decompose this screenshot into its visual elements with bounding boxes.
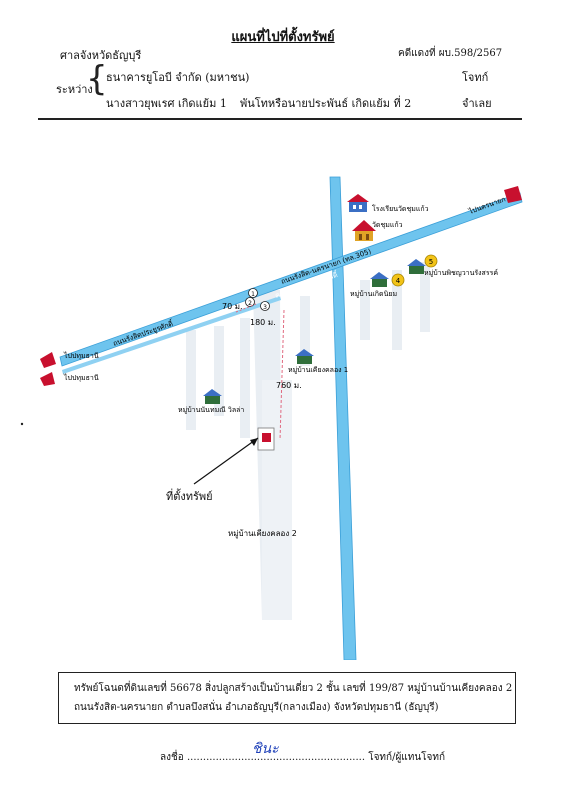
temple-icon	[352, 220, 376, 241]
marker-4: 4	[391, 273, 405, 287]
brace-symbol: {	[86, 59, 108, 99]
side-road-a	[186, 330, 196, 430]
school-icon	[347, 194, 369, 212]
direction-arrows	[40, 186, 522, 386]
main-road-rangsit-nakhonnayok	[59, 192, 523, 367]
sign-suffix: โจทก์/ผู้แทนโจทก์	[368, 752, 446, 763]
side-road-e	[360, 280, 370, 340]
rangsit-prayurasak-road	[62, 296, 281, 374]
label-dist-760: 760 ม.	[276, 381, 302, 390]
plaintiff-role: โจทก์	[462, 71, 489, 84]
svg-text:3: 3	[263, 304, 267, 311]
side-road-c	[240, 318, 250, 438]
marker-5: 5	[424, 254, 438, 268]
marker-3: 3	[260, 301, 270, 311]
side-road-f	[392, 270, 402, 350]
svg-text:1: 1	[251, 291, 255, 298]
between-label: ระหว่าง	[56, 83, 93, 96]
label-village-nunthamonee: หมู่บ้านนันทมณี วิลล่า	[178, 406, 244, 414]
label-village-kerdniyom: หมู่บ้านเกิดนิยม	[350, 290, 397, 298]
stray-dot	[20, 422, 24, 426]
side-road-b	[214, 326, 224, 416]
header-divider	[38, 118, 522, 120]
route-760m	[279, 309, 285, 441]
defendant-1-name: นางสาวยุพเรศ เกิดแย้ม 1	[106, 97, 227, 110]
location-map: ไปนครนายก ไปปทุมธานี ไปปทุมธานี ถนนรังสิ…	[20, 176, 523, 660]
court-name: ศาลจังหวัดธัญบุรี	[60, 49, 142, 62]
svg-text:2: 2	[248, 300, 252, 307]
case-number: คดีแดงที่ ผบ.598/2567	[398, 48, 503, 59]
signature-line: ลงชื่อ .................................…	[160, 750, 445, 765]
label-school: โรงเรียนวัดชุมแก้ว	[372, 204, 429, 213]
property-description-box	[58, 672, 516, 724]
property-description-line-1: ทรัพย์โฉนดที่ดินเลขที่ 56678 สิ่งปลูกสร้…	[74, 683, 513, 694]
sign-dots: ........................................…	[187, 752, 366, 763]
page-title: แผนที่ไปที่ตั้งทรัพย์	[231, 30, 335, 45]
arrow-to-pathum-thani-2	[40, 372, 55, 386]
marker-1: 1	[248, 288, 258, 298]
label-temple: วัดชุมแก้ว	[372, 221, 403, 229]
marker-2: 2	[245, 297, 255, 307]
side-roads	[186, 262, 430, 620]
label-dist-70: 70 ม.	[222, 302, 243, 311]
vertical-road	[329, 176, 357, 660]
label-property: ที่ตั้งทรัพย์	[166, 488, 213, 503]
defendant-role: จำเลย	[462, 97, 492, 110]
village-pichayawan-icon	[407, 259, 426, 274]
label-village-khlong1: หมู่บ้านเคียงคลอง 1	[288, 366, 348, 374]
village-kerdniyom-icon	[370, 272, 389, 287]
svg-text:4: 4	[396, 277, 401, 285]
property-pointer-line	[193, 437, 259, 485]
side-road-h	[262, 380, 292, 620]
arrow-to-pathum-thani-1	[40, 352, 56, 368]
handwritten-signature: ชินะ	[252, 741, 279, 757]
defendant-2-name: พันโทหรือนายประพันธ์ เกิดแย้ม ที่ 2	[240, 97, 412, 110]
village-nunthamonee-icon	[203, 389, 222, 404]
label-to-pathum-thani-2: ไปปทุมธานี	[63, 373, 99, 382]
plaintiff-name: ธนาคารยูโอบี จำกัด (มหาชน)	[106, 71, 250, 84]
sign-prefix: ลงชื่อ	[160, 752, 184, 763]
side-road-d	[300, 296, 310, 366]
label-to-pathum-thani-1: ไปปทุมธานี	[63, 351, 99, 360]
property-description-line-2: ถนนรังสิต-นครนายก ตำบลบึงสนั่น อำเภอธัญบ…	[74, 702, 439, 713]
village-khlong1-icon	[295, 349, 314, 364]
arrow-to-nakhon-nayok	[504, 186, 522, 203]
route-70m	[235, 303, 257, 313]
property-marker	[262, 433, 271, 442]
property-pointer-arrowhead	[250, 438, 258, 446]
label-dist-180: 180 ม.	[250, 318, 276, 327]
label-village-pichayawan: หมู่บ้านพิชญวานรังสรรค์	[424, 269, 498, 277]
label-village-khlong2: หมู่บ้านเคียงคลอง 2	[228, 529, 297, 539]
side-road-g	[420, 262, 430, 332]
svg-text:5: 5	[429, 258, 433, 266]
